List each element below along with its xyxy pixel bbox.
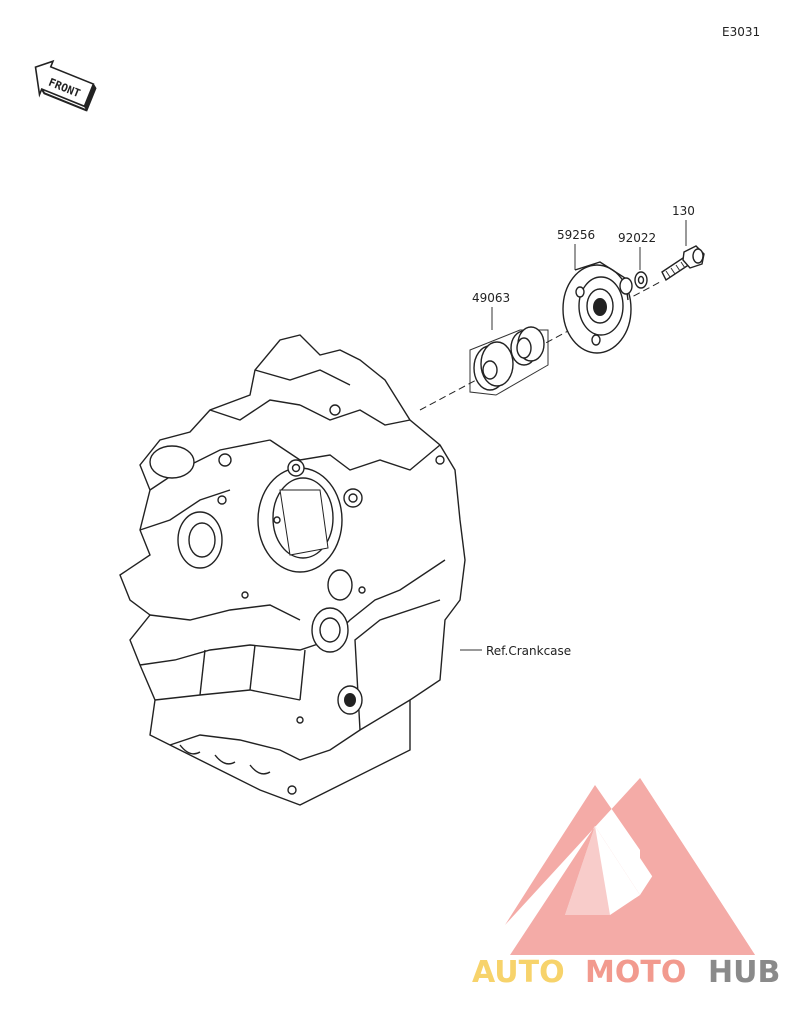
part-label-130: 130 (672, 204, 695, 218)
crankcase-reference (119, 334, 466, 806)
watermark-auto: AUTO (472, 955, 565, 990)
part-92022-washer (634, 271, 648, 289)
ref-crankcase-label: Ref.Crankcase (486, 644, 571, 658)
watermark-moto: MOTO (585, 955, 686, 990)
bracket-49063 (469, 329, 549, 396)
part-label-59256: 59256 (557, 228, 595, 242)
leader-lines (460, 220, 687, 651)
watermark-text: AUTO MOTO HUB (472, 955, 780, 990)
part-label-92022: 92022 (618, 231, 656, 245)
part-label-49063: 49063 (472, 291, 510, 305)
part-130-bolt (661, 245, 705, 282)
front-direction-icon: FRONT (34, 59, 97, 112)
part-59256-cover (562, 261, 633, 354)
diagram-code: E3031 (722, 25, 760, 39)
automotohub-logo-icon (505, 778, 755, 955)
watermark-hub: HUB (708, 955, 780, 990)
part-49063-bearing (510, 326, 545, 366)
part-49063-seal (473, 341, 514, 391)
